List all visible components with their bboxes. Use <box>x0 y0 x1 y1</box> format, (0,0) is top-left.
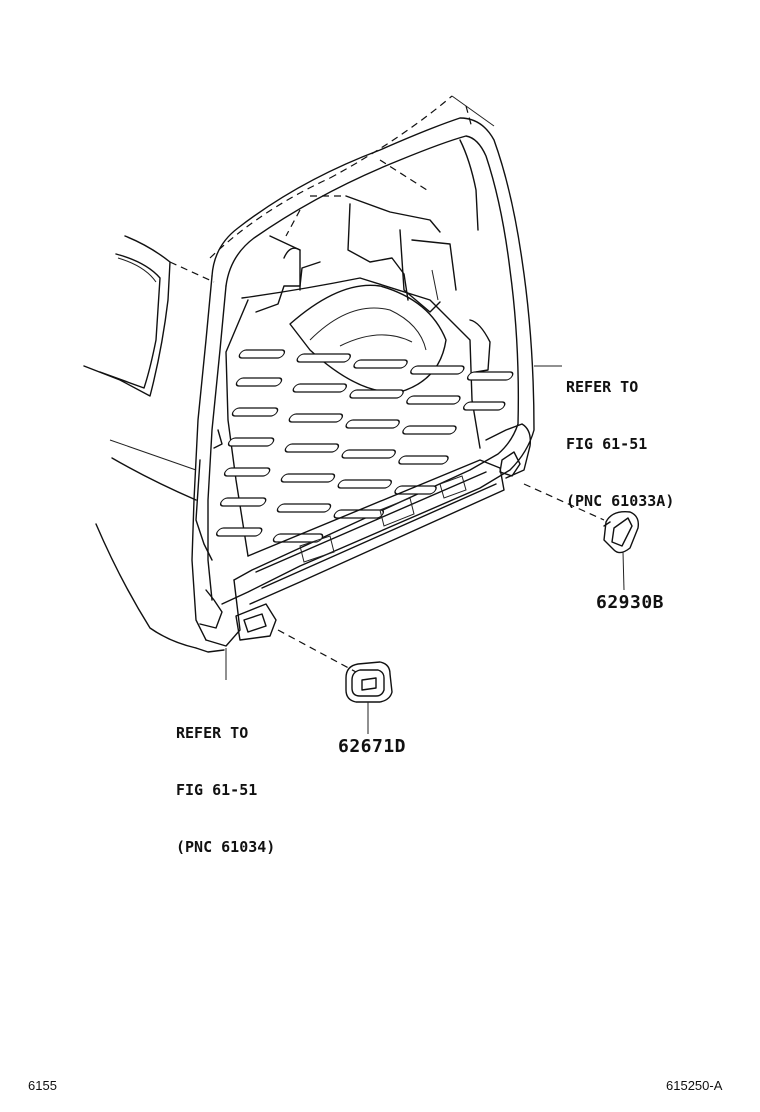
callout-right-line2: FIG 61-51 <box>566 435 648 453</box>
callout-right-line3: (PNC 61033A) <box>566 492 675 510</box>
callout-refer-right: REFER TO FIG 61-51 (PNC 61033A) <box>566 340 674 549</box>
callout-left-line3: (PNC 61034) <box>176 838 276 856</box>
callout-left-line1: REFER TO <box>176 724 249 742</box>
plug-62930B <box>603 511 640 591</box>
leader-right-part <box>523 483 605 521</box>
footer-left-code: 6155 <box>28 1078 57 1093</box>
door-opening-frame <box>191 95 535 647</box>
plug-62671D <box>345 661 393 734</box>
callout-right-line1: REFER TO <box>566 378 639 396</box>
rear-sill <box>195 423 532 629</box>
cargo-floor <box>225 139 491 557</box>
callout-refer-left: REFER TO FIG 61-51 (PNC 61034) <box>176 686 275 895</box>
floor-ribs <box>216 349 514 543</box>
quarter-panel-outline <box>83 235 225 653</box>
part-number-62930B: 62930B <box>596 592 665 613</box>
hole-locations <box>213 429 521 641</box>
callout-left-line2: FIG 61-51 <box>176 781 258 799</box>
footer-right-code: 615250-A <box>666 1078 723 1093</box>
leader-center-part <box>277 629 357 673</box>
part-number-62671D: 62671D <box>338 736 407 757</box>
